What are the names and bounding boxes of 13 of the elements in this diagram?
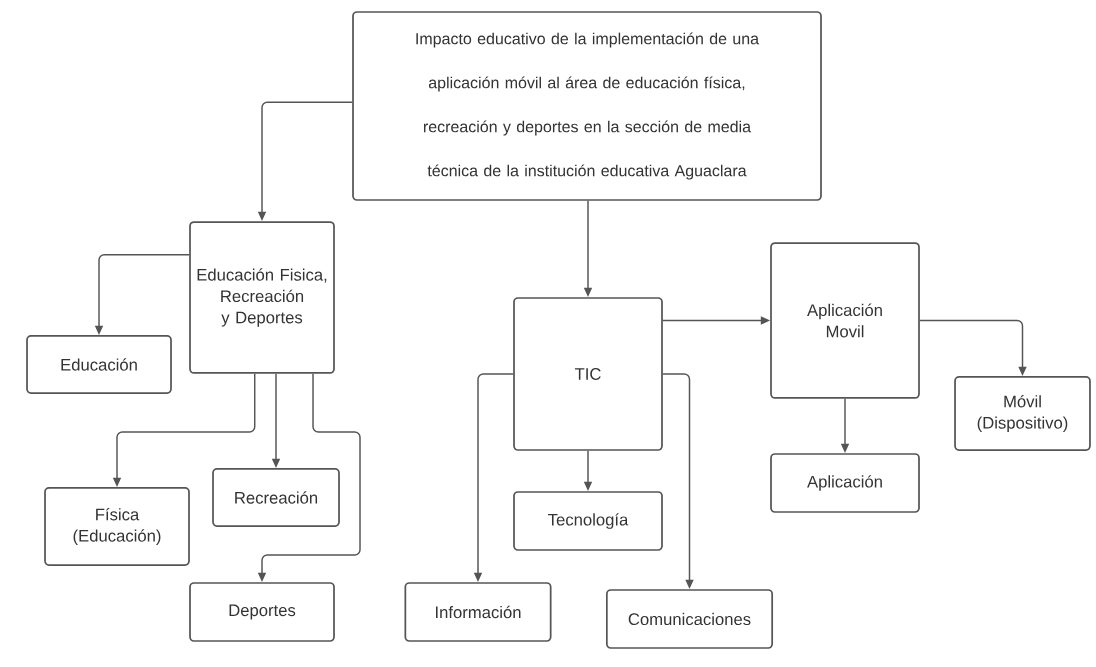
concept-box: Comunicaciones — [605, 589, 774, 649]
concept-box: Aplicación — [770, 453, 920, 513]
concept-box: Física (Educación) — [44, 487, 190, 566]
topic-box: Aplicación Movil — [770, 242, 920, 399]
title-box: Impacto educativo de la implementación de una aplicación móvil al área de educación física, recreación y deportes en la sección de media técnica de la institución educativa Aguaclara — [352, 11, 822, 201]
concept-box: Móvil (Dispositivo) — [954, 376, 1091, 451]
concept-box: Educación — [26, 335, 172, 394]
concept-box: Recreación — [212, 468, 340, 527]
concept-box: Deportes — [189, 582, 335, 642]
topic-box: TIC — [513, 297, 663, 451]
topic-box: Educación Fisica, Recreación y Deportes — [189, 221, 335, 374]
concept-box: Tecnología — [513, 491, 663, 551]
concept-box: Información — [404, 582, 552, 642]
